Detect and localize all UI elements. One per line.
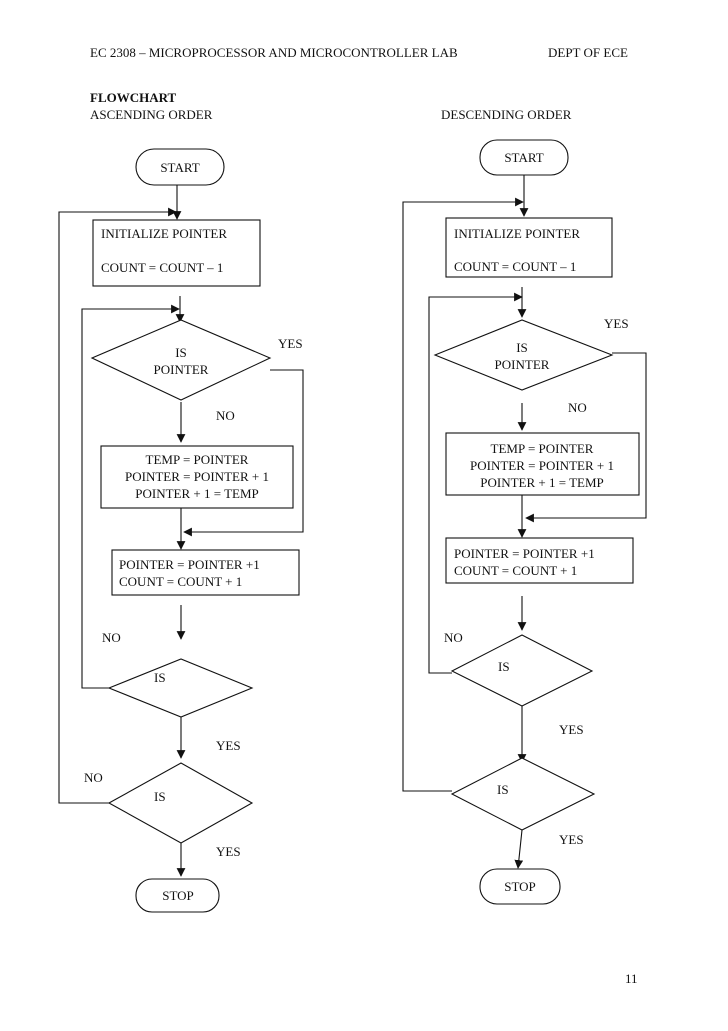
- asc-update-line2: COUNT = COUNT + 1: [119, 574, 242, 589]
- asc-start-terminal: [135, 148, 225, 186]
- asc-decision1: [90, 319, 272, 401]
- desc-yes2-label: YES: [559, 722, 584, 737]
- asc-swap-box: [100, 445, 294, 509]
- asc-swap-line3: POINTER + 1 = TEMP: [135, 486, 259, 501]
- desc-yes1-bypass-line: [525, 352, 647, 523]
- desc-decision3: [450, 757, 596, 831]
- desc-decision1-line1: IS: [516, 340, 528, 355]
- asc-update-box: [111, 549, 300, 596]
- asc-decision1-line1: IS: [175, 345, 187, 360]
- asc-stop-label: STOP: [162, 888, 194, 903]
- asc-no3-label: NO: [84, 770, 103, 785]
- desc-swap-line2: POINTER = POINTER + 1: [470, 458, 614, 473]
- desc-start-label: START: [504, 150, 543, 165]
- asc-init-box: [92, 219, 261, 287]
- desc-decision2: [450, 634, 594, 707]
- desc-no1-label: NO: [568, 400, 587, 415]
- desc-decision3-label: IS: [497, 782, 509, 797]
- asc-no1-label: NO: [216, 408, 235, 423]
- asc-yes3-label: YES: [216, 844, 241, 859]
- ascending-title: ASCENDING ORDER: [90, 107, 213, 122]
- section-title: FLOWCHART: [90, 90, 177, 105]
- desc-init-line2: COUNT = COUNT – 1: [454, 259, 576, 274]
- asc-yes1-bypass-line: [183, 369, 304, 537]
- desc-swap-box: [445, 432, 640, 496]
- desc-stop-label: STOP: [504, 879, 536, 894]
- asc-decision2-label: IS: [154, 670, 166, 685]
- desc-yes1-label: YES: [604, 316, 629, 331]
- desc-outer-loop-line: [402, 197, 524, 792]
- asc-outer-loop-line: [58, 207, 177, 804]
- asc-start-label: START: [160, 160, 199, 175]
- desc-update-line1: POINTER = POINTER +1: [454, 546, 595, 561]
- desc-decision1-line2: POINTER: [495, 357, 550, 372]
- desc-arrow-dec3-stop: [514, 829, 524, 869]
- asc-yes2-label: YES: [216, 738, 241, 753]
- desc-update-box: [445, 537, 634, 584]
- desc-swap-line3: POINTER + 1 = TEMP: [480, 475, 604, 490]
- asc-decision2: [107, 658, 254, 718]
- desc-decision1: [433, 319, 614, 391]
- asc-update-line1: POINTER = POINTER +1: [119, 557, 260, 572]
- asc-decision3: [107, 762, 254, 844]
- page-number: 11: [625, 971, 638, 986]
- desc-decision2-label: IS: [498, 659, 510, 674]
- desc-stop-terminal: [479, 868, 561, 905]
- asc-no2-label: NO: [102, 630, 121, 645]
- desc-init-box: [445, 217, 613, 278]
- course-header: EC 2308 – MICROPROCESSOR AND MICROCONTRO…: [90, 45, 458, 60]
- asc-init-line1: INITIALIZE POINTER: [101, 226, 227, 241]
- descending-title: DESCENDING ORDER: [441, 107, 572, 122]
- asc-init-line2: COUNT = COUNT – 1: [101, 260, 223, 275]
- ascending-flowchart: START INITIALIZE POINTER COUNT = COUNT –…: [58, 148, 304, 913]
- asc-yes1-label: YES: [278, 336, 303, 351]
- asc-swap-line2: POINTER = POINTER + 1: [125, 469, 269, 484]
- desc-yes3-label: YES: [559, 832, 584, 847]
- desc-no2-label: NO: [444, 630, 463, 645]
- asc-decision3-label: IS: [154, 789, 166, 804]
- desc-init-line1: INITIALIZE POINTER: [454, 226, 580, 241]
- asc-inner-loop-line: [81, 304, 180, 689]
- asc-decision1-line2: POINTER: [154, 362, 209, 377]
- desc-update-line2: COUNT = COUNT + 1: [454, 563, 577, 578]
- dept-header: DEPT OF ECE: [548, 45, 628, 60]
- desc-swap-line1: TEMP = POINTER: [491, 441, 594, 456]
- asc-stop-terminal: [135, 878, 220, 913]
- asc-swap-line1: TEMP = POINTER: [146, 452, 249, 467]
- desc-inner-loop-line: [428, 292, 523, 674]
- descending-flowchart: START INITIALIZE POINTER COUNT = COUNT –…: [402, 139, 647, 905]
